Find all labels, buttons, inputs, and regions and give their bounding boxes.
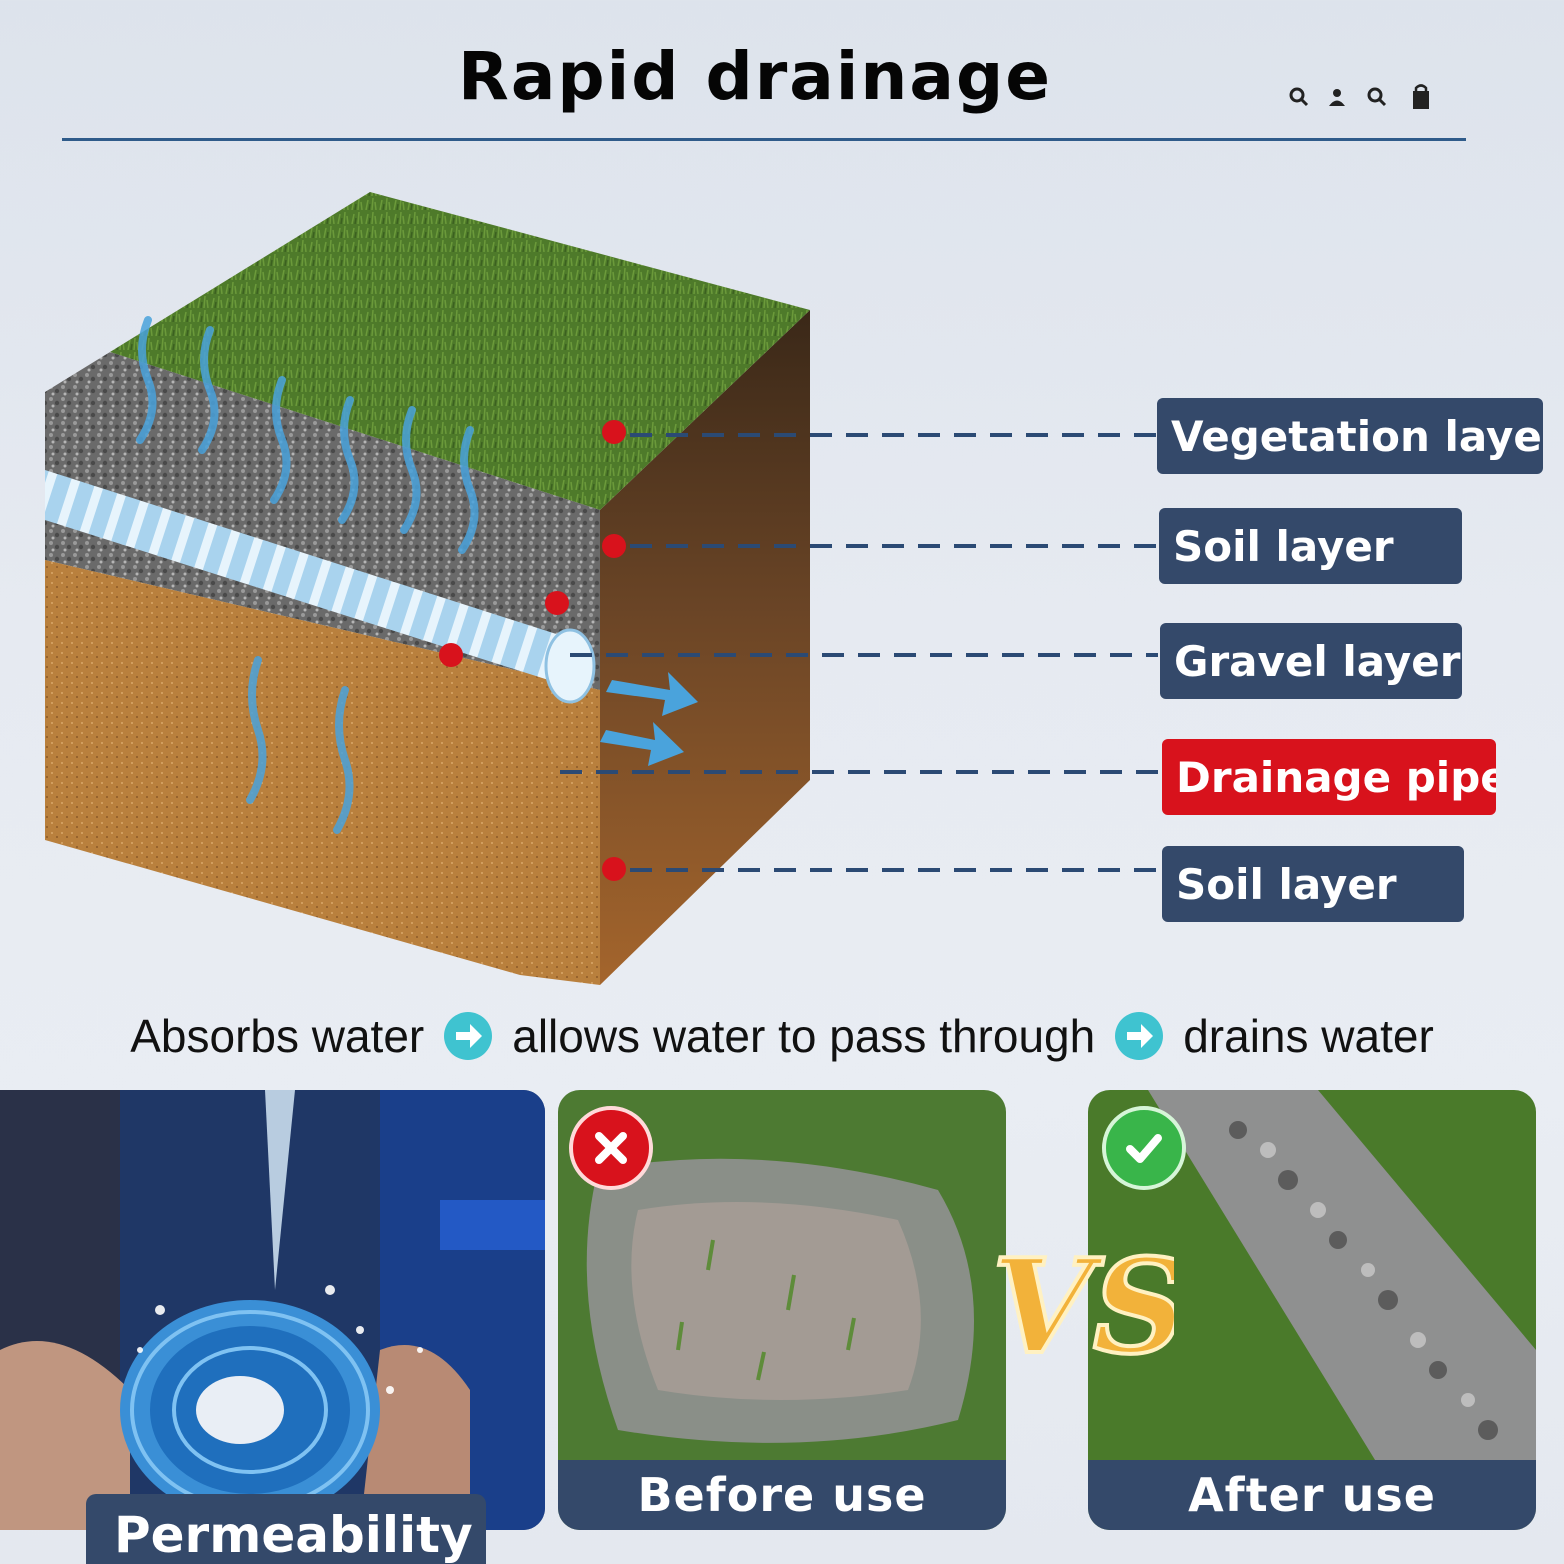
soil-cross-section-diagram (45, 192, 1160, 985)
label-drainage-pipe: Drainage pipe (1162, 739, 1496, 815)
permeability-label: Permeability (86, 1494, 486, 1564)
before-use-caption: Before use (558, 1460, 1006, 1530)
process-step-absorb: Absorbs water (130, 1010, 425, 1062)
after-use-panel: After use (1088, 1090, 1536, 1530)
label-vegetation-layer: Vegetation layer (1157, 398, 1543, 474)
before-use-panel: Before use (558, 1090, 1006, 1530)
leader-lines (560, 433, 1160, 872)
label-soil-layer-upper: Soil layer (1159, 508, 1462, 584)
search-icon[interactable] (1366, 86, 1388, 113)
outflow-arrows (600, 672, 698, 766)
vs-mark: VS (984, 1220, 1189, 1400)
soil-front (45, 560, 600, 985)
user-icon[interactable] (1326, 86, 1348, 113)
header-icons (1288, 84, 1448, 116)
search-icon[interactable] (1288, 86, 1310, 113)
cube-side-face (600, 310, 810, 985)
page-title: Rapid drainage (458, 38, 1052, 115)
water-infiltration-arrows (136, 316, 479, 834)
process-flow: Absorbs water allows water to pass throu… (0, 1004, 1564, 1068)
check-icon (1102, 1106, 1186, 1190)
arrow-right-circle-icon (1115, 1012, 1164, 1060)
after-use-caption: After use (1088, 1460, 1536, 1530)
cross-icon (569, 1106, 653, 1190)
label-soil-layer-lower: Soil layer (1162, 846, 1464, 922)
header-divider (62, 138, 1466, 141)
process-step-drain: drains water (1183, 1010, 1434, 1062)
arrow-right-circle-icon (444, 1012, 493, 1060)
drainage-pipe-illustration (45, 470, 589, 690)
vs-text: VS (992, 1230, 1174, 1383)
label-gravel-layer: Gravel layer (1160, 623, 1462, 699)
bag-icon[interactable] (1410, 82, 1432, 115)
process-step-pass: allows water to pass through (512, 1010, 1096, 1062)
permeability-photo (0, 1090, 545, 1530)
vegetation-surface (110, 192, 810, 510)
layer-markers (439, 420, 626, 881)
